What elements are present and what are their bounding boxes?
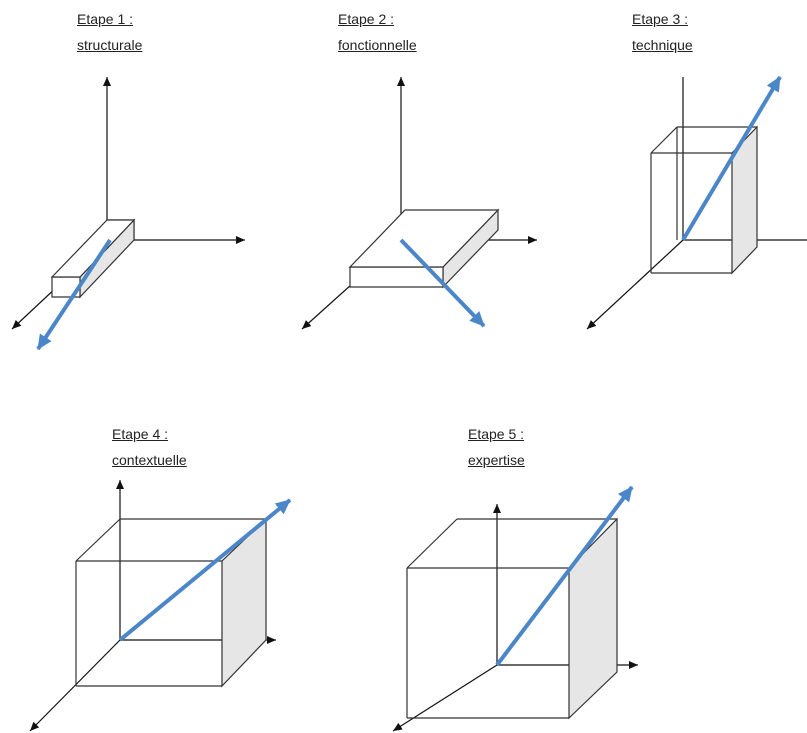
step-2-title: Etape 2 : — [338, 11, 395, 27]
step-5-blue-arrow — [495, 485, 634, 667]
step-5-box — [406, 517, 618, 720]
step-1-diagram — [11, 77, 245, 351]
step-3-diagram — [586, 75, 807, 330]
step-2-diagram — [301, 77, 537, 330]
step-1-subtitle: structurale — [77, 37, 143, 53]
step-5-title: Etape 5 : — [468, 426, 525, 442]
step-4-title: Etape 4 : — [112, 426, 169, 442]
step-2-box — [348, 208, 500, 289]
step-4-blue-arrow — [118, 498, 292, 642]
step-4-subtitle: contextuelle — [112, 452, 187, 468]
step-2-blue-arrow — [399, 238, 486, 328]
step-4-box — [75, 517, 267, 688]
step-4-diagram — [29, 480, 292, 732]
step-5-diagram — [392, 485, 638, 732]
step-5-z-axis — [392, 664, 498, 732]
step-1-title: Etape 1 : — [77, 11, 134, 27]
step-3-title: Etape 3 : — [632, 11, 689, 27]
step-3-subtitle: technique — [632, 37, 693, 53]
step-2-subtitle: fonctionnelle — [338, 37, 417, 53]
step-3-blue-arrow — [681, 75, 782, 242]
step-1-box — [50, 218, 136, 299]
step-3-z-axis — [586, 239, 684, 330]
step-3-box — [650, 125, 758, 275]
step-4-z-axis — [29, 639, 121, 732]
step-1-blue-arrow — [36, 238, 112, 351]
step-5-subtitle: expertise — [468, 452, 525, 468]
